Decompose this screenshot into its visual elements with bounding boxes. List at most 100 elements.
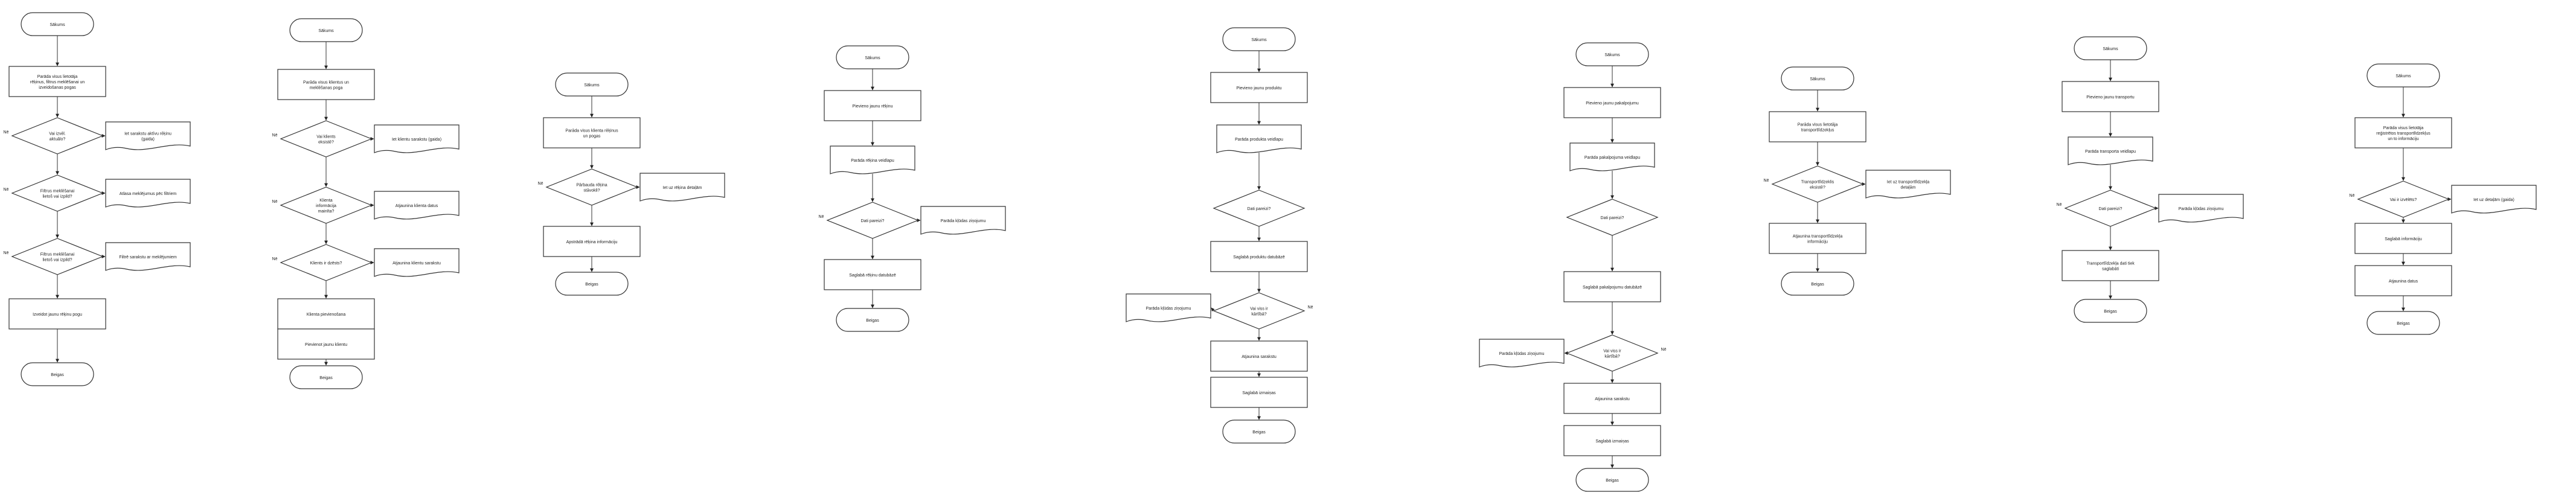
node-label: Dati pareizi? [2099,207,2123,211]
node-label: Parāda pakalpojuma veidlapu [1584,156,1640,160]
process-shape [1210,241,1308,272]
branch-label-no: Nē [4,251,9,255]
flow-node-process: Saglabā izmaiņas [1210,377,1308,408]
flow-node-output: Parāda pakalpojuma veidlapu [1569,142,1655,171]
node-label: Iet sarakstu aktīvu rēķinu [124,132,171,136]
node-label: Saglabā izmaiņas [1595,439,1629,444]
flow-node-terminal: Sākums [1575,42,1649,66]
node-label: Sākums [1810,77,1825,81]
flow-node-output: Iet sarakstu aktīvu rēķinu(gaida) [105,121,191,150]
process-shape [1210,72,1308,103]
flow-node-output: Atlasa meklējumus pēc filtriem [105,179,191,208]
flow-node-process: Saglabā pakalpojumu datubāzē [1563,271,1661,302]
terminal-shape [836,45,909,69]
decision-shape [280,187,373,224]
process-shape [543,226,641,257]
node-label: Sākums [2103,47,2118,51]
flow-node-decision: Vai ir izvēlēts? [2357,180,2450,218]
node-label: Beigas [585,282,598,287]
node-label: Saglabā izmaiņas [1242,391,1276,395]
decision-shape [826,202,919,239]
flow-node-process: Atjaunina sarakstu [1563,383,1661,414]
node-label: Sākums [1251,38,1267,42]
flow-node-output: Parāda kļūdas ziņojumu [1126,293,1211,322]
branch-arrow [1211,307,1215,312]
document-shape [2158,194,2244,223]
node-label: Saglabā pakalpojumu datubāzē [1583,285,1642,290]
process-shape [277,298,375,330]
flow-node-process: Saglabā informāciju [2354,223,2452,254]
process-shape [277,69,375,100]
node-label: informācija [316,204,336,208]
node-label: Sākums [318,29,334,33]
node-label: detaļām [1901,186,1916,190]
flow-node-terminal: Beigas [1575,468,1649,492]
node-label: Saglabā produktu datubāzē [1233,255,1285,260]
process-shape [2354,265,2452,296]
flow-node-process: Klienta pievienošana [277,298,375,330]
branch-label-no: Nē [272,257,278,261]
terminal-shape [2366,63,2440,88]
terminal-shape [289,365,363,389]
node-label: Pievieno jaunu rēķinu [853,104,893,109]
node-label: reģistrētos transportlīdzekļus [2376,131,2430,136]
node-label: Beigas [2104,310,2117,314]
node-label: Vai izvēl. [49,132,66,136]
node-label: Dati pareizi? [1248,207,1271,211]
node-label: Atjaunina sarakstu [1242,355,1277,359]
node-label: Dati pareizi? [1601,216,1624,220]
document-shape [639,173,725,202]
decision-shape [1213,292,1306,330]
node-label: izveidošanas pogas [39,86,76,90]
process-shape [824,259,921,290]
process-shape [1210,377,1308,408]
process-shape [2062,250,2159,281]
node-label: Klienta [319,199,333,203]
node-label: Sākums [2395,74,2411,78]
document-shape [374,248,460,277]
flow-node-output: Iet klientu sarakstu (gaida) [374,124,460,153]
node-label: Sākums [584,83,600,88]
node-label: Parāda transporta veidlapu [2085,150,2136,154]
flow-node-terminal: Beigas [2366,311,2440,335]
node-label: Pievieno jaunu pakalpojumu [1586,101,1639,106]
flow-node-process: Pievieno jaunu rēķinu [824,90,921,121]
node-label: kārtībā? [1604,355,1620,359]
terminal-shape [1575,42,1649,66]
flow-node-terminal: Sākums [1781,66,1854,91]
node-label: Pārbauda rēķina [576,183,607,188]
node-label: Parāda kļūdas ziņojumu [1146,307,1191,311]
flow-node-decision: Klients ir dzēsts? [280,244,373,281]
flow-node-output: Iet uz rēķina detaļām [639,173,725,202]
node-label: Filtrus meklēšanai [40,253,75,257]
flow-node-output: Parāda produkta veidlapu [1216,124,1302,153]
process-shape [1769,223,1866,254]
flow-node-output: Parāda rēķina veidlapu [830,145,915,174]
node-label: saglabāti [2102,267,2119,272]
document-shape [2451,185,2537,214]
decision-shape [2357,180,2450,218]
node-label: Parāda visus klientus un [303,81,349,85]
branch-label-no: Nē [4,188,9,192]
node-label: kārtībā? [1251,313,1266,317]
branch-label-no: Nē [272,133,278,138]
decision-shape [1566,334,1659,372]
node-label: Beigas [866,319,879,323]
flow-node-process: Izveidot jaunu rēķinu pogu [8,298,106,330]
process-shape [8,66,106,97]
branch-label-no: Nē [1764,179,1769,183]
flow-node-terminal: Sākums [2074,36,2147,60]
decision-shape [11,117,104,155]
flow-node-terminal: Beigas [289,365,363,389]
terminal-shape [1222,419,1296,444]
node-label: Sākums [50,23,65,27]
flow-node-process: Pievieno jaunu pakalpojumu [1563,87,1661,118]
flow-node-terminal: Beigas [836,308,909,332]
